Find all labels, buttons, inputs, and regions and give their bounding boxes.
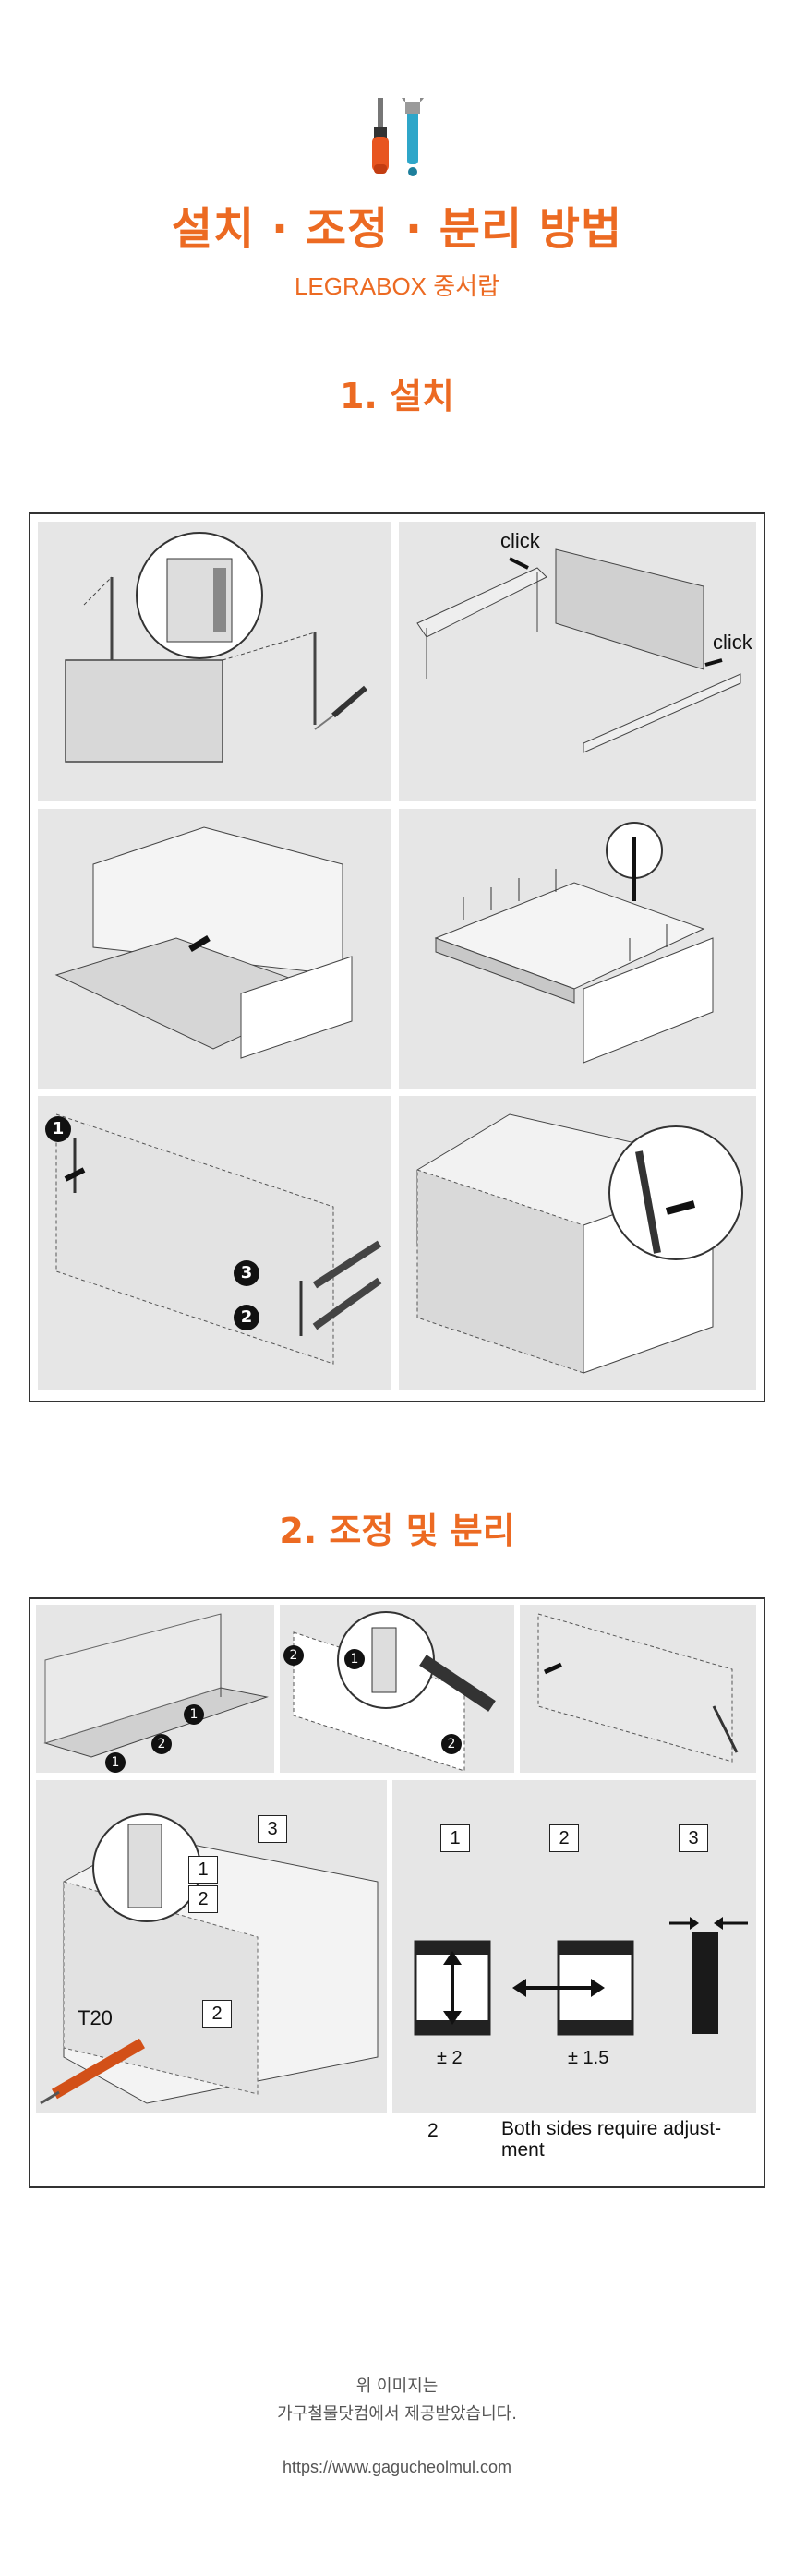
adjust-value-side: ± 1.5: [568, 2048, 609, 2068]
panel-remove-2: 2 1 2: [280, 1605, 514, 1773]
panel-click-sides: click click: [399, 522, 756, 801]
screwdriver-icon: [372, 98, 424, 176]
panel-attach-front: [38, 522, 391, 801]
callout-step-2c: 2: [441, 1734, 462, 1754]
callout-box-1: 1: [188, 1856, 218, 1884]
section-1-heading: 1. 설치: [339, 376, 455, 416]
panel-remove-3: [520, 1605, 756, 1773]
note-text: Both sides require adjust- ment: [501, 2118, 721, 2161]
panel-front-detach: 1 3 2: [38, 1096, 391, 1390]
callout-step-2b: 2: [283, 1645, 304, 1666]
footer-url-link[interactable]: https://www.gagucheolmul.com: [282, 2458, 512, 2476]
footer-line-2: 가구철물닷컴에서 제공받았습니다.: [277, 2404, 517, 2424]
page-title: 설치 · 조정 · 분리 방법: [171, 203, 623, 255]
legend-number-3: 3: [679, 1824, 708, 1852]
callout-step-2a: 2: [151, 1734, 172, 1754]
adjust-value-height: ± 2: [437, 2048, 463, 2068]
legend-number-2: 2: [549, 1824, 579, 1852]
callout-step-1c: 1: [344, 1649, 365, 1669]
installation-figure: click click: [29, 512, 765, 1402]
page-subtitle: LEGRABOX 중서랍: [294, 272, 500, 300]
section-2-heading: 2. 조정 및 분리: [279, 1511, 515, 1551]
panel-screws: [399, 809, 756, 1089]
callout-step-1a: 1: [184, 1704, 204, 1725]
tool-label-t20: T20: [78, 2006, 113, 2029]
note-number: 2: [427, 2120, 439, 2141]
callout-box-2-lower: 2: [202, 2000, 232, 2028]
step-badge-3: 3: [234, 1260, 259, 1286]
click-label-1: click: [500, 529, 540, 552]
note-text-line-2: ment: [501, 2139, 545, 2161]
panel-remove-1: 1 2 1: [36, 1605, 274, 1773]
panel-adjust-drawer: 3 1 2 2 T20: [36, 1780, 387, 2113]
panel-adjust-legend: 1 2 3 ± 2 ± 1.5: [392, 1780, 756, 2113]
note-text-line-1: Both sides require adjust-: [501, 2118, 722, 2139]
footer-line-1: 위 이미지는: [355, 2377, 439, 2396]
step-badge-1: 1: [45, 1116, 71, 1142]
tools-icon: [365, 92, 439, 180]
panel-insert-bottom: [38, 809, 391, 1089]
step-badge-2: 2: [234, 1305, 259, 1330]
wrench-icon: [402, 98, 424, 176]
adjustment-figure: 1 2 1 2 1 2 3 1 2 2: [29, 1597, 765, 2188]
click-label-2: click: [713, 631, 752, 654]
callout-step-1b: 1: [105, 1752, 126, 1773]
panel-drawer-detach: [399, 1096, 756, 1390]
callout-box-2: 2: [188, 1885, 218, 1913]
legend-number-1: 1: [440, 1824, 470, 1852]
callout-box-3: 3: [258, 1815, 287, 1843]
